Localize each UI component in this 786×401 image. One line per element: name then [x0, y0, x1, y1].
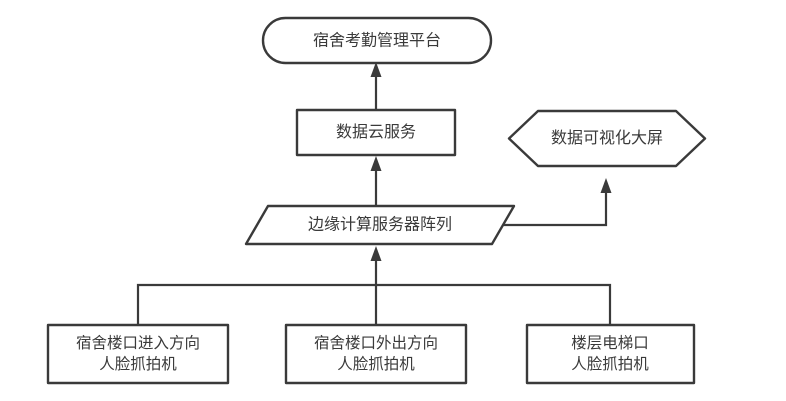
edge-server-array-to-cloud-service	[370, 156, 382, 206]
node-cloud-service-shape	[295, 108, 457, 157]
node-camera-exit-shape	[284, 323, 468, 385]
node-edge-server-array-shape	[244, 204, 516, 246]
node-platform-shape	[261, 16, 493, 65]
node-cloud-service[interactable]: 数据云服务	[295, 108, 457, 157]
node-visual-screen-shape	[507, 109, 707, 168]
arrowhead-icon	[370, 156, 382, 171]
node-camera-entry[interactable]: 宿舍楼口进入方向 人脸抓拍机	[46, 323, 230, 385]
node-camera-elevator-label-line2: 人脸抓拍机	[571, 355, 649, 373]
edge-server-array-to-visual-screen	[492, 178, 612, 227]
node-visual-screen-label: 数据可视化大屏	[551, 129, 663, 147]
node-camera-entry-label-line2: 人脸抓拍机	[99, 355, 177, 373]
node-camera-elevator-shape	[525, 323, 696, 385]
node-camera-elevator-label-line1: 楼层电梯口	[571, 334, 649, 352]
node-cloud-service-label: 数据云服务	[336, 123, 416, 141]
node-camera-elevator[interactable]: 楼层电梯口 人脸抓拍机	[525, 323, 696, 385]
arrowhead-icon	[370, 62, 382, 77]
edge-bus-line	[136, 283, 612, 325]
node-camera-exit[interactable]: 宿舍楼口外出方向 人脸抓拍机	[284, 323, 468, 385]
node-platform[interactable]: 宿舍考勤管理平台	[261, 16, 493, 65]
node-edge-server-array-label: 边缘计算服务器阵列	[308, 215, 452, 234]
node-camera-exit-label-line2: 人脸抓拍机	[337, 355, 415, 373]
arrowhead-icon	[370, 246, 382, 261]
node-camera-entry-label-line1: 宿舍楼口进入方向	[76, 334, 200, 352]
node-platform-label: 宿舍考勤管理平台	[313, 32, 441, 50]
edge-line	[492, 190, 608, 227]
node-camera-exit-label-line1: 宿舍楼口外出方向	[314, 334, 438, 352]
node-visual-screen[interactable]: 数据可视化大屏	[507, 109, 707, 168]
node-camera-entry-shape	[46, 323, 230, 385]
arrowhead-icon	[600, 178, 612, 193]
edge-cameras-to-edge-server-array	[136, 246, 612, 325]
node-edge-server-array[interactable]: 边缘计算服务器阵列	[244, 204, 516, 246]
edge-cloud-service-to-platform	[370, 62, 382, 110]
